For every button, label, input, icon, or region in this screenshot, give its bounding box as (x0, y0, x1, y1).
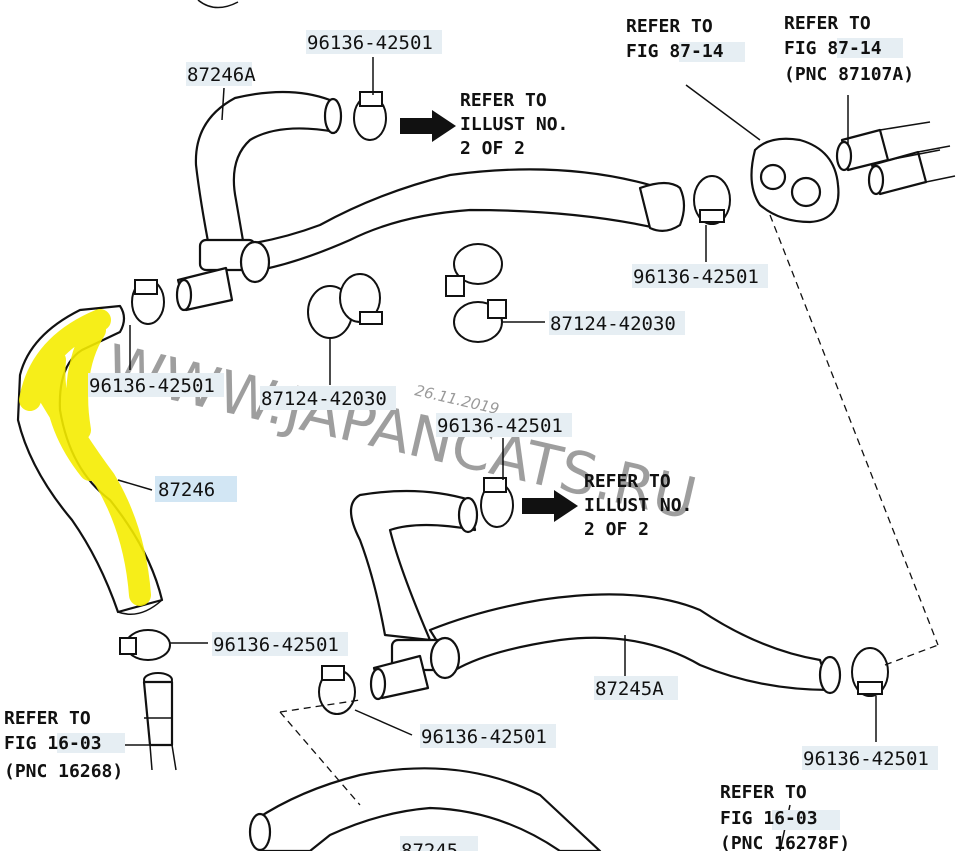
ref-fig-87-14-left[interactable]: REFER TO FIG 87-14 (626, 16, 745, 62)
ref-fig-87-14-right[interactable]: REFER TO FIG 87-14 (PNC 87107A) (784, 13, 914, 85)
part-label-96136-42501-left[interactable]: 96136-42501 (88, 373, 224, 397)
svg-text:REFER TO: REFER TO (460, 90, 547, 111)
part-label-96136-42501-top[interactable]: 96136-42501 (306, 30, 442, 54)
flange-plate-drawing (750, 121, 956, 224)
hose-87246a-drawing (175, 90, 686, 312)
ref-illust-top[interactable]: REFER TO ILLUST NO. 2 OF 2 (460, 90, 568, 159)
svg-text:2 OF 2: 2 OF 2 (584, 519, 649, 540)
clip-drawing (307, 243, 507, 343)
part-label-87245a[interactable]: 87245A (594, 676, 678, 700)
part-label-96136-42501-bottom-right[interactable]: 96136-42501 (802, 746, 938, 770)
partial-part-outline (197, 0, 239, 9)
part-label-87246[interactable]: 87246 (155, 476, 237, 502)
svg-text:REFER TO: REFER TO (4, 708, 91, 729)
svg-text:96136-42501: 96136-42501 (307, 32, 433, 54)
svg-text:REFER TO: REFER TO (626, 16, 713, 37)
svg-text:FIG 87-14: FIG 87-14 (784, 38, 882, 59)
svg-text:(PNC 87107A): (PNC 87107A) (784, 64, 914, 85)
svg-text:87245A: 87245A (595, 678, 664, 700)
dashed-connection-lines (279, 214, 939, 806)
svg-text:FIG 87-14: FIG 87-14 (626, 41, 724, 62)
pipe-fitting-drawing (142, 672, 177, 771)
svg-text:(PNC 16278F): (PNC 16278F) (720, 833, 850, 851)
svg-text:96136-42501: 96136-42501 (803, 748, 929, 770)
svg-text:87124-42030: 87124-42030 (550, 313, 676, 335)
svg-text:87124-42030: 87124-42030 (261, 388, 387, 410)
svg-text:ILLUST NO.: ILLUST NO. (584, 495, 692, 516)
svg-text:87245: 87245 (401, 840, 458, 851)
part-label-87124-42030-left[interactable]: 87124-42030 (260, 386, 396, 410)
svg-text:87246A: 87246A (187, 64, 256, 86)
part-label-96136-42501-center[interactable]: 96136-42501 (436, 413, 572, 437)
leader-lines (117, 57, 877, 851)
clamp-drawing (119, 91, 889, 715)
svg-text:FIG 16-03: FIG 16-03 (720, 808, 818, 829)
svg-text:96136-42501: 96136-42501 (437, 415, 563, 437)
highlight-marker (19, 309, 151, 606)
svg-text:(PNC 16268): (PNC 16268) (4, 761, 123, 782)
ref-fig-16-03-bottom[interactable]: REFER TO FIG 16-03 (PNC 16278F) (720, 782, 850, 851)
part-label-96136-42501-right[interactable]: 96136-42501 (632, 264, 768, 288)
svg-text:96136-42501: 96136-42501 (89, 375, 215, 397)
part-label-87245[interactable]: 87245 (400, 836, 478, 851)
svg-text:REFER TO: REFER TO (584, 471, 671, 492)
svg-text:FIG 16-03: FIG 16-03 (4, 733, 102, 754)
svg-text:96136-42501: 96136-42501 (633, 266, 759, 288)
svg-text:REFER TO: REFER TO (720, 782, 807, 803)
svg-text:87246: 87246 (158, 479, 215, 501)
svg-text:96136-42501: 96136-42501 (213, 634, 339, 656)
arrow-right-icon (522, 490, 578, 522)
part-label-87124-42030-right[interactable]: 87124-42030 (549, 311, 685, 335)
hose-87246-drawing (16, 304, 164, 615)
ref-illust-mid[interactable]: REFER TO ILLUST NO. 2 OF 2 (584, 471, 692, 540)
svg-text:REFER TO: REFER TO (784, 13, 871, 34)
hose-87245a-drawing (349, 489, 842, 701)
ref-fig-16-03-left[interactable]: REFER TO FIG 16-03 (PNC 16268) (4, 708, 125, 782)
hose-87245-drawing (248, 767, 602, 851)
svg-text:ILLUST NO.: ILLUST NO. (460, 114, 568, 135)
svg-text:96136-42501: 96136-42501 (421, 726, 547, 748)
part-label-87246a[interactable]: 87246A (186, 62, 256, 86)
svg-text:2 OF 2: 2 OF 2 (460, 138, 525, 159)
part-label-96136-42501-bottom[interactable]: 96136-42501 (420, 724, 556, 748)
arrow-right-icon (400, 110, 456, 142)
part-label-96136-42501-lower-left[interactable]: 96136-42501 (212, 632, 348, 656)
